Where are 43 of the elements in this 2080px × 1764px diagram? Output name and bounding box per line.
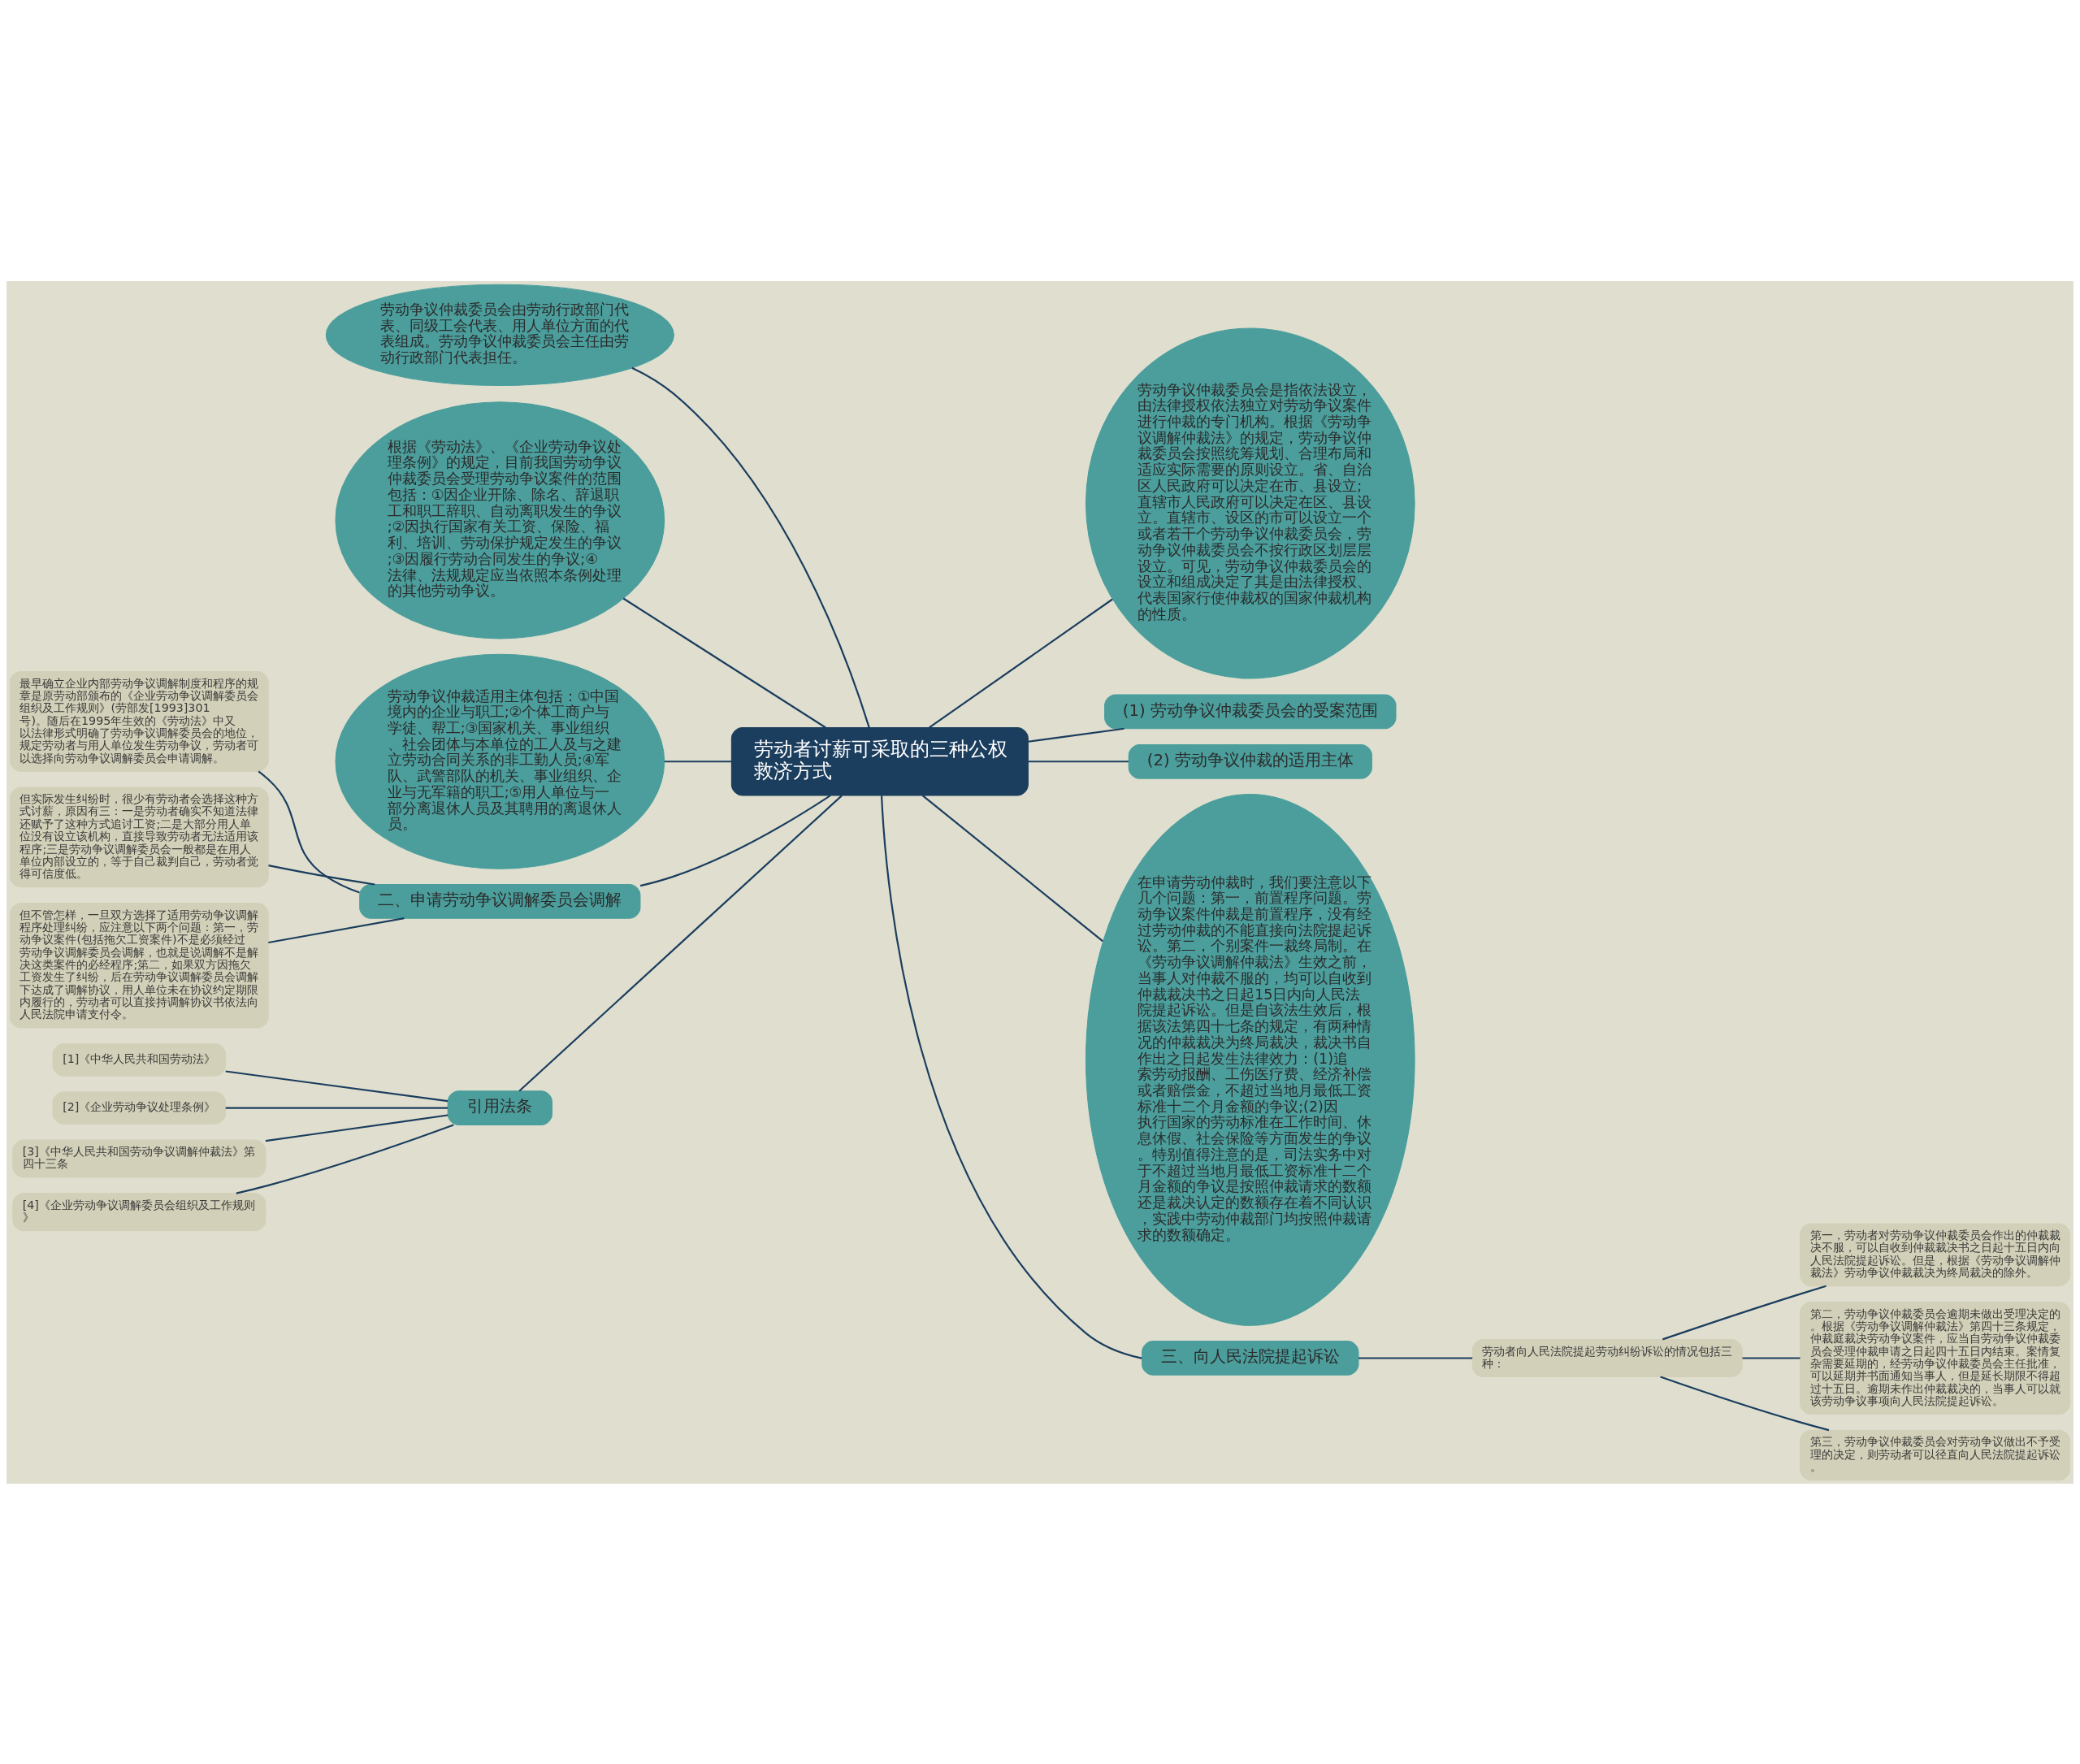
connector (225, 1069, 448, 1102)
connector (265, 1113, 448, 1142)
connector (268, 864, 375, 886)
node-box: 二、申请劳动争议调解委员会调解 (359, 883, 641, 919)
node-box: 引用法条 (447, 1090, 552, 1125)
node-box: [4]《企业劳动争议调解委员会组织及工作规则》 (12, 1192, 266, 1231)
node-box: 最早确立企业内部劳动争议调解制度和程序的规章是原劳动部颁布的《企业劳动争议调解委员会组织及工作规则》(劳部发[1993]301号)。随后在1995年生效的《劳动法》中又以法律形式明确了劳动争议调解委员会的地位，规定劳动者与用人单位发生劳动争议，劳动者可以选择向劳动争议调解委员会申请调解。 (9, 670, 269, 772)
node-box: 第一，劳动者对劳动争议仲裁委员会作出的仲裁裁决不服，可以自收到仲裁裁决书之日起十五日内向人民法院提起诉讼。但是，根据《劳动争议调解仲裁法》劳动争议仲裁裁决为终局裁决的除外。 (1800, 1222, 2071, 1286)
connector (1028, 760, 1129, 762)
node-ellipse: 根据《劳动法》、《企业劳动争议处理条例》的规定，目前我国劳动争议仲裁委员会受理劳动争议案件的范围包括：①因企业开除、除名、辞退职工和职工辞职、自动离职发生的争议;②因执行国家有关工资、保险、福利、培训、劳动保护规定发生的争议;③因履行劳动合同发生的争议;④法律、法规规定应当依照本条例处理的其他劳动争议。 (335, 401, 665, 639)
node-box: 第三，劳动争议仲裁委员会对劳动争议做出不予受理的决定，则劳动者可以径直向人民法院提起诉讼。 (1800, 1429, 2071, 1480)
node-box: 三、向人民法院提起诉讼 (1142, 1340, 1359, 1376)
node-ellipse: 劳动争议仲裁适用主体包括：①中国境内的企业与职工;②个体工商户与学徒、帮工;③国家机关、事业组织、社会团体与本单位的工人及与之建立劳动合同关系的非工勤人员;④军队、武警部队的机关、事业组织、企业与无军籍的职工;⑤用人单位与一部分离退休人员及其聘用的离退休人员。 (335, 653, 665, 869)
node-box: 但实际发生纠纷时，很少有劳动者会选择这种方式讨薪，原因有三：一是劳动者确实不知道法律还赋予了这种方式追讨工资;二是大部分用人单位没有设立该机构，直接导致劳动者无法适用该程序;三是劳动争议调解委员会一般都是在用人单位内部设立的，等于自己裁判自己，劳动者觉得可信度低。 (9, 787, 269, 887)
node-box: (1) 劳动争议仲裁委员会的受案范围 (1104, 694, 1397, 729)
connector (622, 597, 826, 728)
connector (1028, 727, 1124, 743)
node-box: 劳动者向人民法院提起劳动纠纷诉讼的情况包括三种： (1471, 1338, 1743, 1377)
connector (880, 795, 1142, 1359)
node-box: (2) 劳动争议仲裁的适用主体 (1128, 743, 1372, 779)
node-box: 但不管怎样，一旦双方选择了适用劳动争议调解程序处理纠纷，应注意以下两个问题：第一，劳动争议案件(包括拖欠工资案件)不是必须经过劳动争议调解委员会调解，也就是说调解不是解决这类案件的必经程序;第二，如果双方因拖欠工资发生了纠纷，后在劳动争议调解委员会调解下达成了调解协议，用人单位未在协议约定期限内履行的，劳动者可以直接持调解协议书依法向人民法院申请支付令。 (9, 902, 269, 1028)
connector (631, 366, 870, 728)
connector (1662, 1285, 1826, 1340)
connector (1358, 1356, 1473, 1359)
connector (225, 1106, 448, 1109)
connector (1660, 1375, 1830, 1431)
node-box: [2]《企业劳动争议处理条例》 (52, 1090, 227, 1125)
connector (664, 760, 732, 762)
node-box: 第二，劳动争议仲裁委员会逾期未做出受理决定的。根据《劳动争议调解仲裁法》第四十三条规定，仲裁庭裁决劳动争议案件，应当自劳动争议仲裁委员会受理仲裁申请之日起四十五日内结束。案情复杂需要延期的，经劳动争议仲裁委员会主任批准，可以延期并书面通知当事人，但是延长期限不得超过十五日。逾期未作出仲裁裁决的，当事人可以就该劳动争议事项向人民法院提起诉讼。 (1800, 1301, 2071, 1415)
node-box: [1]《中华人民共和国劳动法》 (52, 1042, 227, 1077)
connector (639, 794, 831, 886)
node-box: 劳动者讨薪可采取的三种公权救济方式 (730, 726, 1029, 795)
node-ellipse: 劳动争议仲裁委员会由劳动行政部门代表、同级工会代表、用人单位方面的代表组成。劳动争议仲裁委员会主任由劳动行政部门代表担任。 (325, 284, 674, 386)
node-ellipse: 在申请劳动仲裁时，我们要注意以下几个问题：第一，前置程序问题。劳动争议案件仲裁是前置程序，没有经过劳动仲裁的不能直接向法院提起诉讼。第二，个别案件一裁终局制。在《劳动争议调解仲裁法》生效之前，当事人对仲裁不服的，均可以自收到仲裁裁决书之日起15日内向人民法院提起诉讼。但是自该法生效后，根据该法第四十七条的规定，有两种情况的仲裁裁决为终局裁决，裁决书自作出之日起发生法律效力：(1)追索劳动报酬、工伤医疗费、经济补偿或者赔偿金，不超过当地月最低工资标准十二个月金额的争议;(2)因执行国家的劳动标准在工作时间、休息休假、社会保险等方面发生的争议。特别值得注意的是，司法实务中对于不超过当地月最低工资标准十二个月金额的争议是按照仲裁请求的数额还是裁决认定的数额存在着不同认识，实践中劳动仲裁部门均按照仲裁请求的数额确定。 (1085, 793, 1415, 1326)
connector (268, 917, 405, 943)
node-box: [3]《中华人民共和国劳动争议调解仲裁法》第四十三条 (12, 1138, 266, 1178)
connector (258, 770, 360, 894)
connector (1742, 1356, 1800, 1359)
connector (518, 794, 843, 1091)
connector (236, 1124, 454, 1194)
connector (929, 598, 1113, 728)
connector (921, 794, 1103, 942)
node-circle: 劳动争议仲裁委员会是指依法设立，由法律授权依法独立对劳动争议案件进行仲裁的专门机构。根据《劳动争议调解仲裁法》的规定，劳动争议仲裁委员会按照统筹规划、合理布局和适应实际需要的原则设立。省、自治区人民政府可以决定在市、县设立;直辖市人民政府可以决定在区、县设立。直辖市、设区的市可以设立一个或者若干个劳动争议仲裁委员会，劳动争议仲裁委员会不按行政区划层层设立。可见，劳动争议仲裁委员会的设立和组成决定了其是由法律授权、代表国家行使仲裁权的国家仲裁机构的性质。 (1085, 327, 1415, 679)
